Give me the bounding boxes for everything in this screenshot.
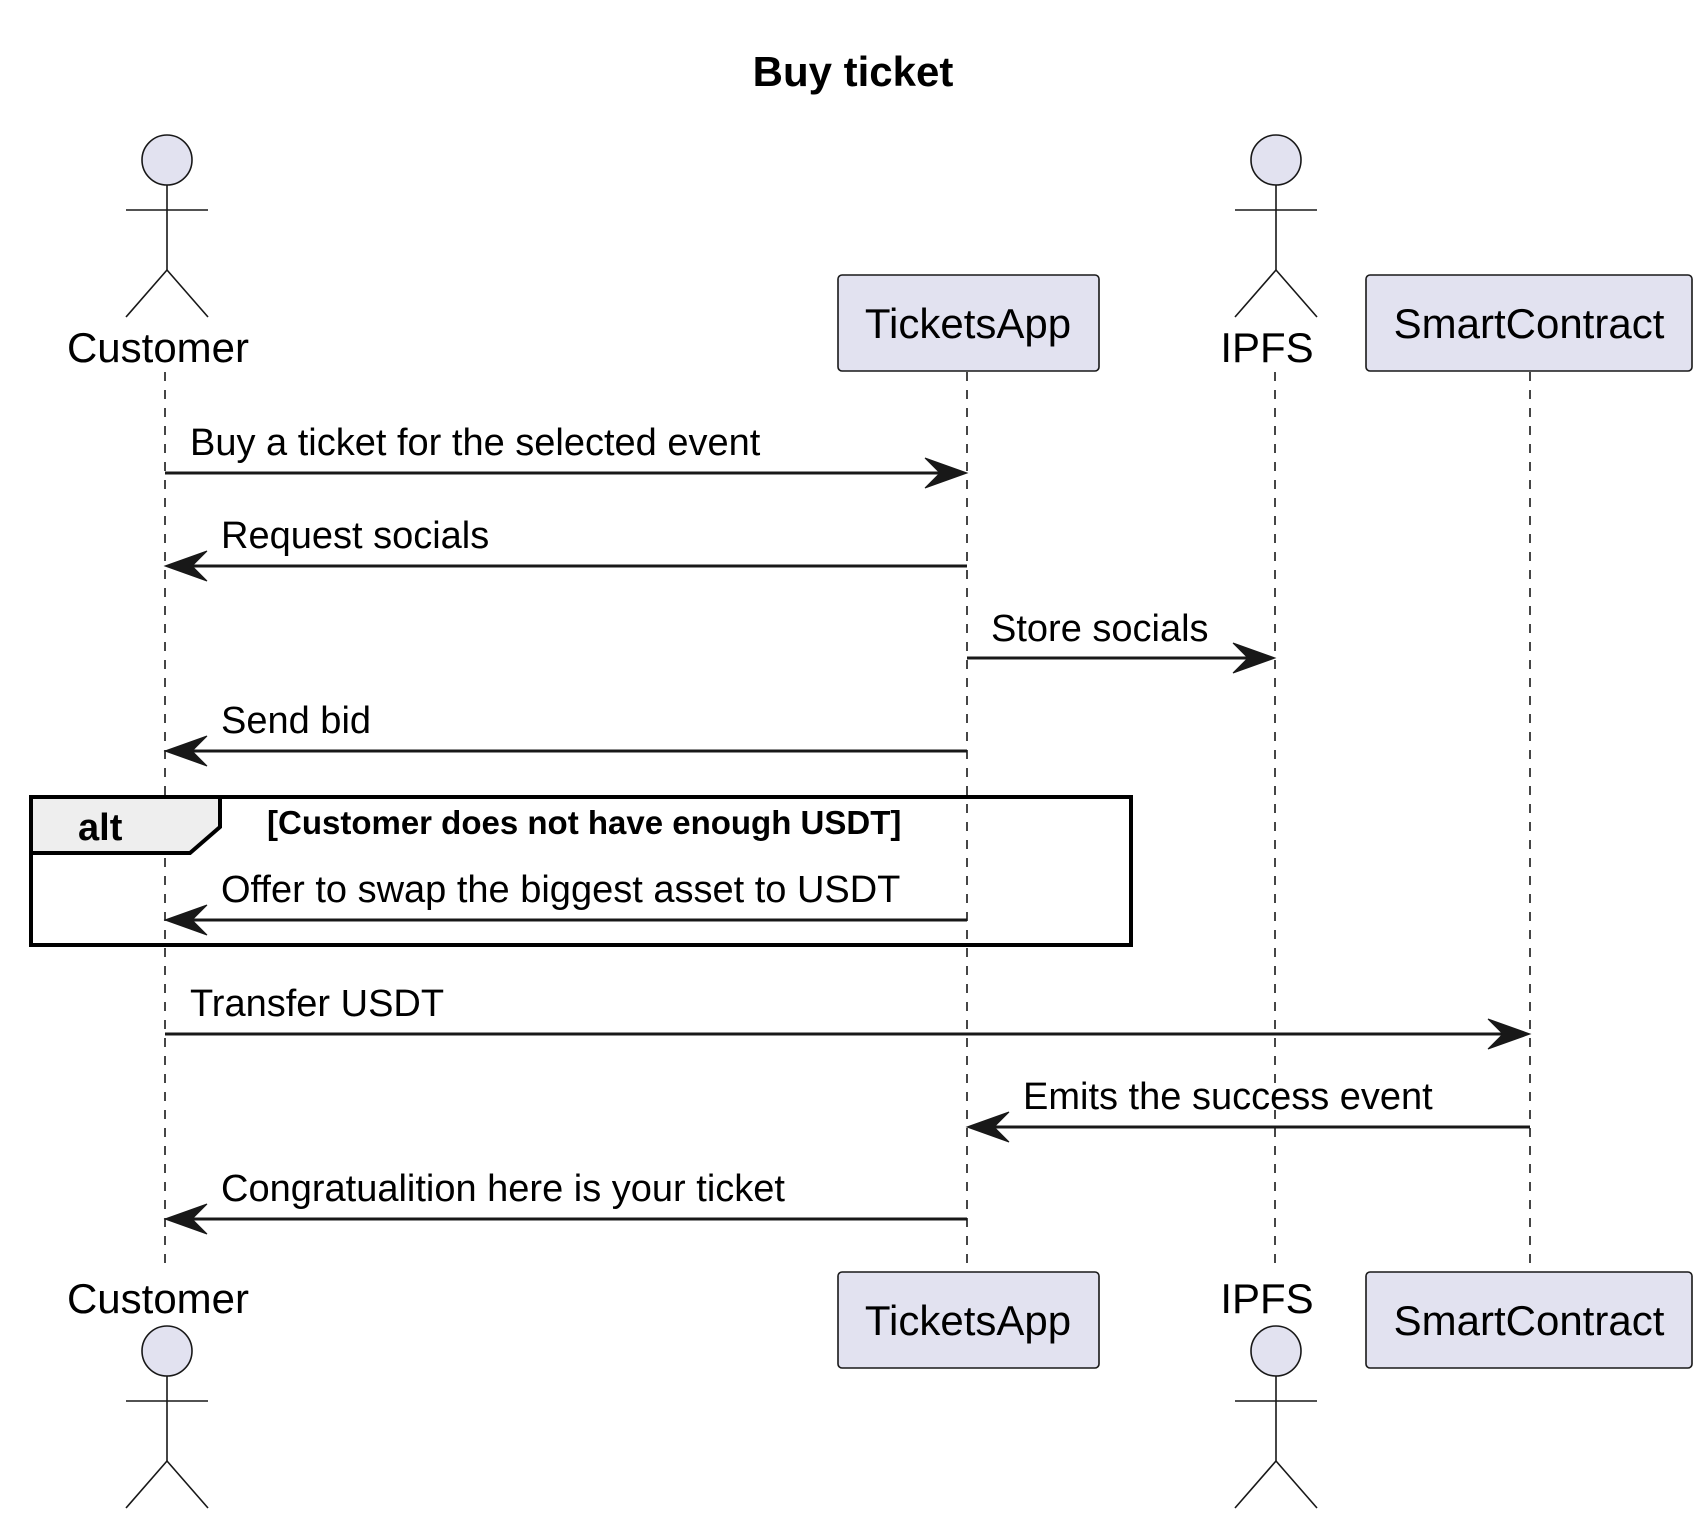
participant-box	[1365, 1271, 1693, 1369]
message-label: Congratualition here is your ticket	[221, 1168, 785, 1210]
participant-smartcontract-bottom: SmartContract	[1365, 1271, 1693, 1369]
message-label: Emits the success event	[1023, 1076, 1433, 1118]
participant-name: TicketsApp	[865, 1297, 1071, 1344]
participant-box	[837, 1271, 1100, 1369]
participant-box	[1365, 274, 1693, 372]
actor-icon	[125, 134, 209, 318]
arrowhead-icon	[1232, 642, 1277, 674]
message-label: Send bid	[221, 700, 371, 742]
actor-icon	[125, 1325, 209, 1509]
participant-name: IPFS	[1220, 1275, 1313, 1322]
message-label: Transfer USDT	[190, 983, 444, 1025]
arrowhead-icon	[163, 735, 208, 767]
participant-ipfs-top: IPFS	[1220, 134, 1318, 371]
alt-fragment: alt [Customer does not have enough USDT]	[29, 795, 1133, 947]
participant-name: SmartContract	[1394, 1297, 1665, 1344]
participant-ticketsapp-bottom: TicketsApp	[837, 1271, 1100, 1369]
arrowhead-icon	[163, 550, 208, 582]
actor-icon	[1234, 134, 1318, 318]
actor-icon	[1234, 1325, 1318, 1509]
fragment-frame	[29, 795, 1133, 947]
participant-ticketsapp-top: TicketsApp	[837, 274, 1100, 372]
participant-customer-top: Customer	[67, 134, 249, 371]
participant-ipfs-bottom: IPFS	[1220, 1275, 1318, 1509]
message-2: Request socials	[163, 515, 967, 582]
arrowhead-icon	[163, 1203, 208, 1235]
message-label: Request socials	[221, 515, 489, 557]
arrowhead-icon	[965, 1111, 1010, 1143]
message-3: Store socials	[967, 608, 1277, 674]
participant-name: IPFS	[1220, 324, 1313, 371]
participant-name: Customer	[67, 1275, 249, 1322]
message-1: Buy a ticket for the selected event	[165, 422, 969, 489]
message-label: Buy a ticket for the selected event	[190, 422, 761, 464]
participant-name: TicketsApp	[865, 300, 1071, 347]
participant-name: SmartContract	[1394, 300, 1665, 347]
participant-name: Customer	[67, 324, 249, 371]
arrowhead-icon	[1487, 1018, 1532, 1050]
message-7: Emits the success event	[965, 1076, 1530, 1143]
fragment-tab	[29, 795, 222, 855]
message-label: Store socials	[991, 608, 1209, 650]
message-8: Congratualition here is your ticket	[163, 1168, 967, 1235]
fragment-keyword: alt	[78, 807, 123, 849]
participant-customer-bottom: Customer	[67, 1275, 249, 1509]
arrowhead-icon	[163, 904, 208, 936]
participant-box	[837, 274, 1100, 372]
message-6: Transfer USDT	[165, 983, 1532, 1050]
diagram-title: Buy ticket	[753, 48, 954, 95]
message-4: Send bid	[163, 700, 967, 767]
fragment-guard: [Customer does not have enough USDT]	[267, 804, 901, 841]
message-label: Offer to swap the biggest asset to USDT	[221, 869, 900, 911]
participant-smartcontract-top: SmartContract	[1365, 274, 1693, 372]
arrowhead-icon	[924, 457, 969, 489]
message-5: Offer to swap the biggest asset to USDT	[163, 869, 967, 936]
lifelines	[164, 372, 1531, 1265]
